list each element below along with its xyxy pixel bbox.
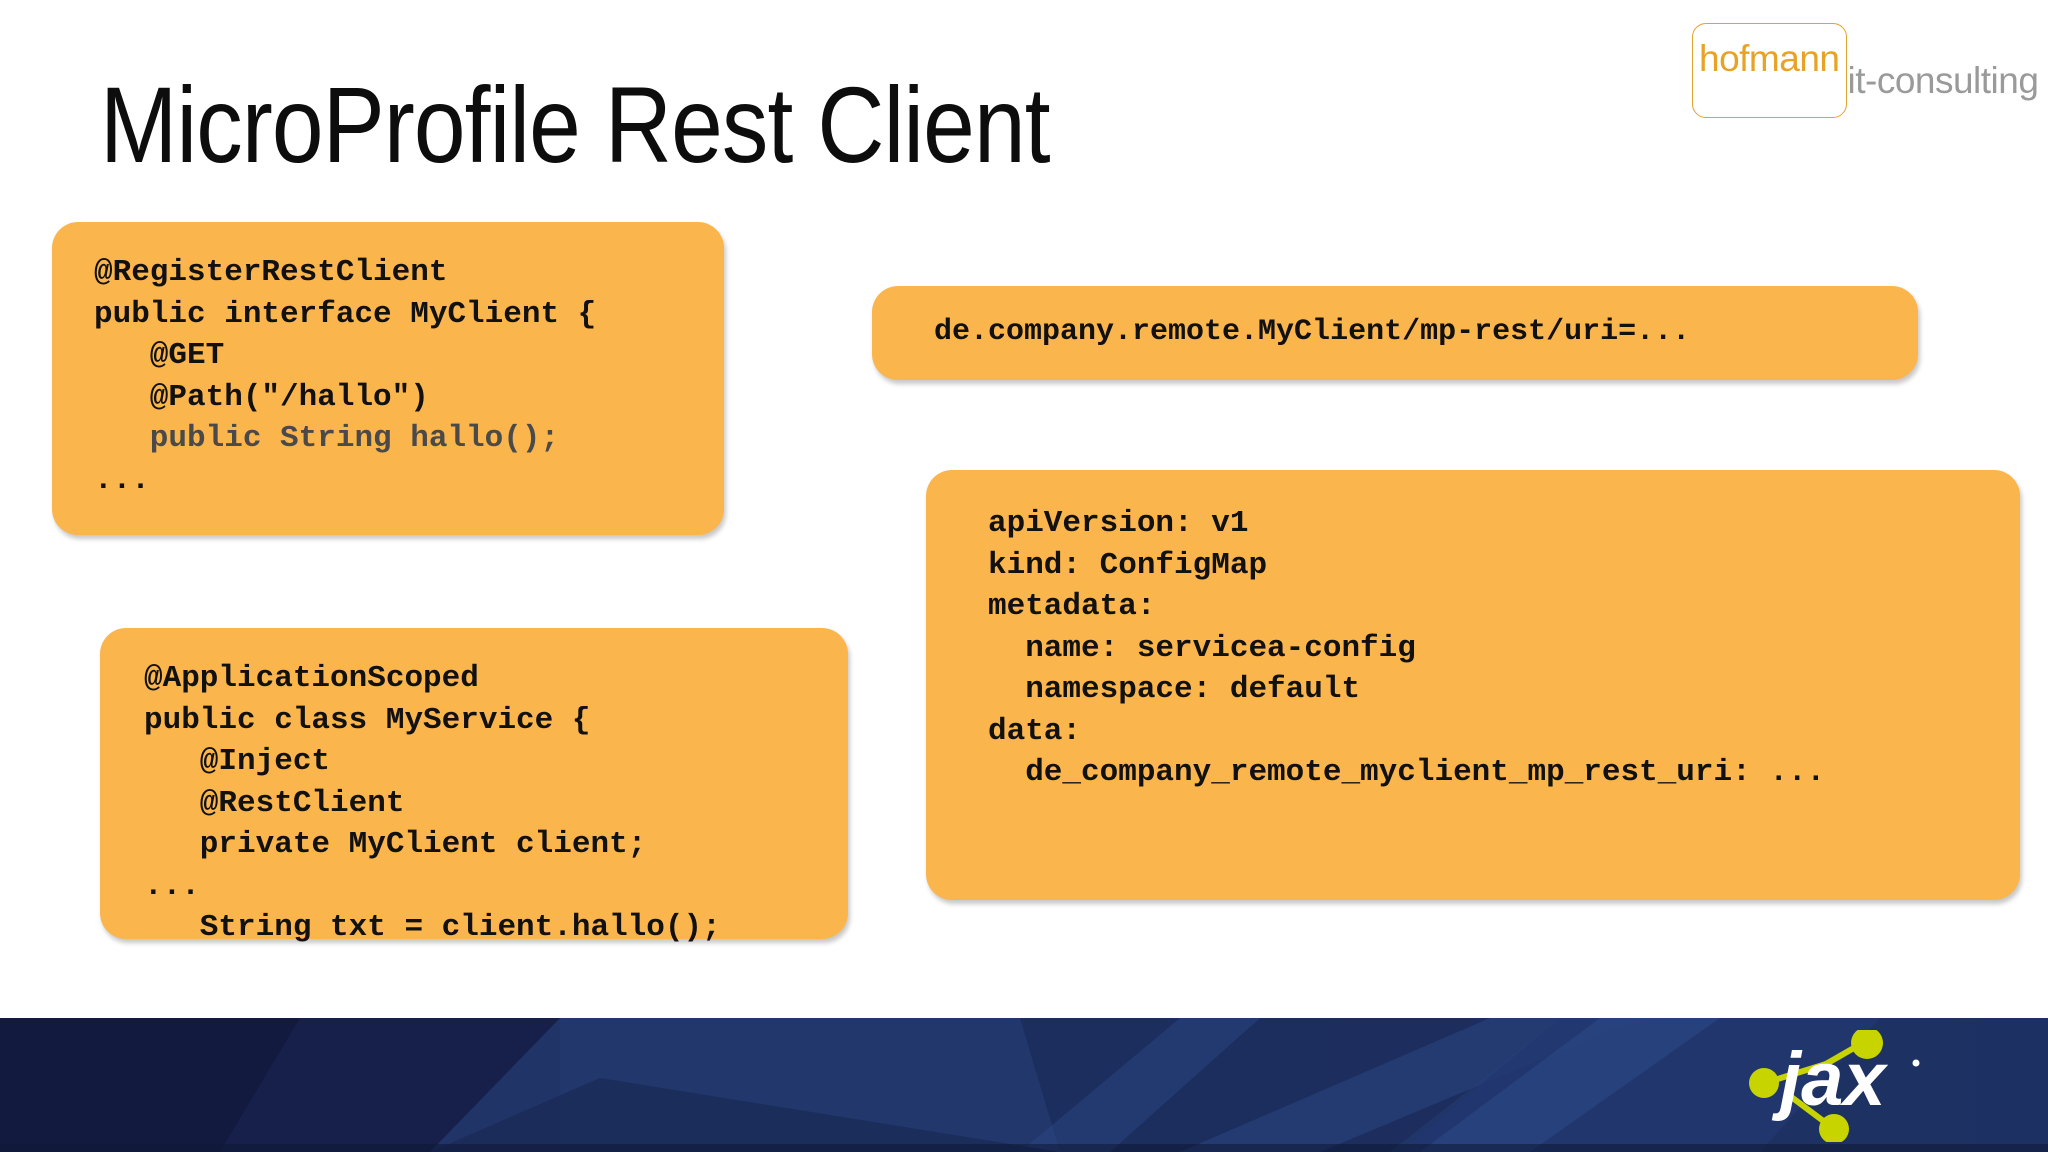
code-line: @RestClient xyxy=(144,785,405,821)
code-line: @Path("/hallo") xyxy=(94,379,429,415)
code-line: kind: ConfigMap xyxy=(988,547,1268,583)
code-line: de_company_remote_myclient_mp_rest_uri: … xyxy=(988,755,1826,790)
code-line: de.company.remote.MyClient/mp-rest/uri=.… xyxy=(934,315,1691,349)
code-line: apiVersion: v1 xyxy=(988,506,1249,541)
hofmann-logo: hofmann it-consulting xyxy=(1692,22,2039,118)
code-line: String txt = client.hallo(); xyxy=(144,910,721,945)
code-line: @ApplicationScoped xyxy=(144,661,479,696)
code-line: private MyClient client; xyxy=(144,827,647,862)
code-line: ... xyxy=(94,462,150,498)
hofmann-logo-suffix: it-consulting xyxy=(1847,60,2039,101)
hofmann-logo-brand: hofmann xyxy=(1699,37,1840,79)
page-title: MicroProfile Rest Client xyxy=(100,64,1051,185)
jax-logo-graphic: jax xyxy=(1749,1030,1920,1142)
code-line: data: xyxy=(988,713,1082,749)
code-box-configmap: apiVersion: v1 kind: ConfigMap metadata: n… xyxy=(926,470,2020,900)
code-line: public String hallo(); xyxy=(94,421,560,456)
code-line: metadata: xyxy=(988,589,1156,624)
code-line: public interface MyClient { xyxy=(94,296,597,332)
code-line: @RegisterRestClient xyxy=(94,255,448,290)
code-line: public class MyService { xyxy=(144,702,591,738)
jax-logo-wordmark: jax xyxy=(1771,1037,1888,1122)
jax-logo-trademark-dot xyxy=(1912,1059,1920,1067)
code-box-property: de.company.remote.MyClient/mp-rest/uri=.… xyxy=(872,286,1918,380)
code-line: @GET xyxy=(94,338,225,373)
code-line: name: servicea-config xyxy=(988,630,1416,666)
code-line: @Inject xyxy=(144,744,331,779)
code-line: namespace: default xyxy=(988,672,1361,707)
hofmann-logo-box: hofmann xyxy=(1692,22,1847,118)
banner-polygon-pattern xyxy=(0,1018,2048,1152)
code-line: ... xyxy=(144,868,200,904)
jax-logo: jax xyxy=(1734,1030,1964,1142)
code-box-service: @ApplicationScoped public class MyService… xyxy=(100,628,848,945)
code-box-rest-client: @RegisterRestClient public interface MyCl… xyxy=(52,222,724,535)
jax-logo-nodes xyxy=(1749,1030,1883,1142)
footer-banner xyxy=(0,1018,2048,1152)
